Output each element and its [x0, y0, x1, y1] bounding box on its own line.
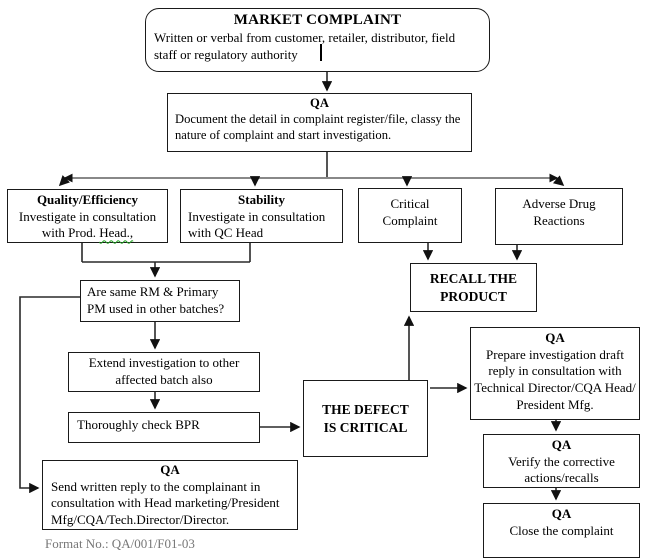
- node-qa-close-complaint[interactable]: QA Close the complaint: [483, 503, 640, 558]
- node-body: Verify the corrective actions/recalls: [508, 453, 615, 486]
- node-label: THE DEFECT IS CRITICAL: [322, 402, 409, 435]
- node-label: Critical Complaint: [382, 196, 438, 228]
- node-title: QA: [551, 437, 572, 452]
- connector-into-quality: [58, 175, 70, 187]
- node-title: MARKET COMPLAINT: [233, 12, 402, 28]
- node-title: Quality/Efficiency: [36, 192, 139, 207]
- node-label: Adverse Drug Reactions: [522, 196, 596, 228]
- node-body-line1: Investigate in consultation: [18, 208, 157, 224]
- node-label: RECALL THE PRODUCT: [429, 271, 518, 304]
- node-title: QA: [310, 96, 329, 110]
- node-qa-send-written-reply[interactable]: QA Send written reply to the complainant…: [42, 460, 298, 530]
- node-title: Stability: [238, 192, 285, 207]
- node-label: Extend investigation to other affected b…: [88, 355, 240, 387]
- node-qa-verify-corrective-actions[interactable]: QA Verify the corrective actions/recalls: [483, 434, 640, 488]
- node-title: QA: [545, 330, 565, 345]
- node-body: Prepare investigation draft reply in con…: [474, 346, 636, 412]
- node-defect-is-critical[interactable]: THE DEFECT IS CRITICAL: [303, 380, 428, 457]
- node-body: Send written reply to the complainant in…: [51, 478, 280, 527]
- format-number-footer: Format No.: QA/001/F01-03: [45, 536, 195, 551]
- node-critical-complaint[interactable]: Critical Complaint: [358, 188, 462, 243]
- node-label: Thoroughly check BPR: [77, 417, 200, 432]
- connector-same-rm-to-qa-send: [19, 296, 80, 494]
- node-market-complaint[interactable]: MARKET COMPLAINT Written or verbal from …: [145, 8, 490, 72]
- node-qa-document[interactable]: QA Document the detail in complaint regi…: [167, 93, 472, 152]
- flowchart-page: MARKET COMPLAINT Written or verbal from …: [7, 8, 640, 558]
- node-quality-efficiency[interactable]: Quality/Efficiency Investigate in consul…: [7, 189, 168, 243]
- node-recall-product[interactable]: RECALL THE PRODUCT: [410, 263, 537, 312]
- node-body: Written or verbal from customer, retaile…: [154, 30, 456, 62]
- node-body-line2: with Prod.: [41, 225, 100, 241]
- connector-into-adverse: [552, 175, 565, 187]
- node-title: QA: [160, 462, 180, 477]
- node-body: Close the complaint: [509, 522, 614, 538]
- node-adverse-drug-reactions[interactable]: Adverse Drug Reactions: [495, 188, 623, 245]
- node-body: Investigate in consultation with QC Head: [188, 208, 326, 241]
- node-extend-investigation[interactable]: Extend investigation to other affected b…: [68, 352, 260, 392]
- node-body: Document the detail in complaint registe…: [175, 112, 461, 143]
- node-qa-prepare-draft-reply[interactable]: QA Prepare investigation draft reply in …: [470, 327, 640, 420]
- node-label: Are same RM & Primary PM used in other b…: [87, 284, 225, 316]
- spellcheck-flagged-word: Head.,: [99, 225, 134, 241]
- node-check-bpr[interactable]: Thoroughly check BPR: [68, 412, 260, 443]
- node-are-same-rm-pm[interactable]: Are same RM & Primary PM used in other b…: [80, 280, 240, 322]
- node-title: QA: [551, 506, 572, 521]
- node-stability[interactable]: Stability Investigate in consultation wi…: [180, 189, 343, 243]
- text-cursor: [320, 44, 322, 61]
- flowchart-connectors: [19, 72, 565, 501]
